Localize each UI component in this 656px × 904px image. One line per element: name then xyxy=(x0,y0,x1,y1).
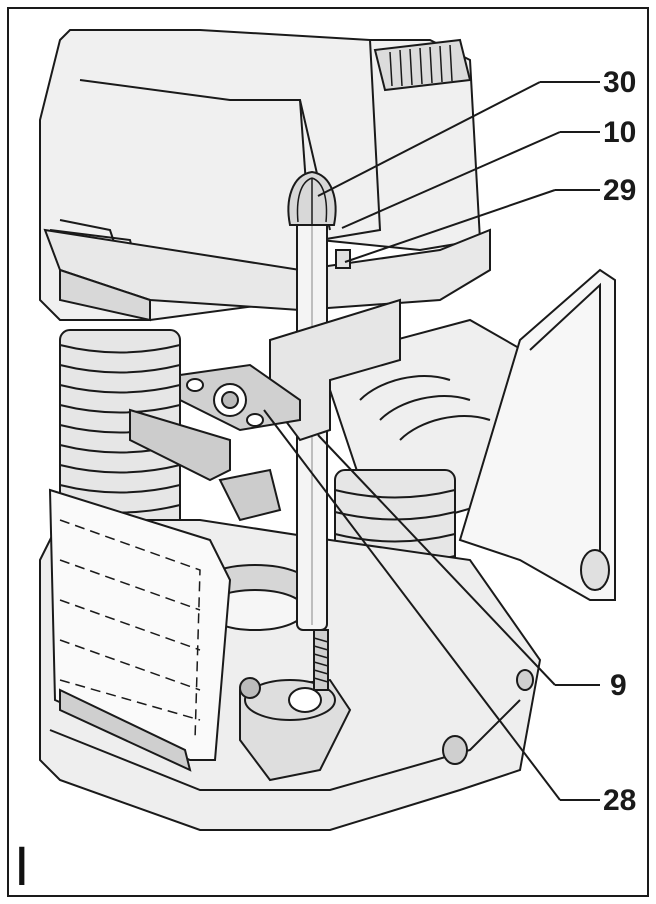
figure-letter: I xyxy=(14,834,30,897)
fine-adjust-knob xyxy=(287,170,337,226)
turret-stop xyxy=(239,677,352,782)
callout-label-9: 9 xyxy=(610,669,627,702)
base-guard xyxy=(48,488,232,772)
depth-indicator-pointer xyxy=(335,249,351,269)
callout-label-28: 28 xyxy=(603,784,637,817)
leader-10 xyxy=(341,131,561,229)
leader-28 xyxy=(263,409,561,801)
callout-label-29: 29 xyxy=(603,174,637,207)
leader-9 xyxy=(317,434,556,686)
leader-29 xyxy=(344,189,556,263)
callout-label-10: 10 xyxy=(603,116,637,149)
stop-screw xyxy=(313,629,329,691)
plunge-lock-lever xyxy=(129,408,282,522)
leader-30 xyxy=(317,81,541,197)
callout-label-30: 30 xyxy=(603,66,637,99)
clamping-knob xyxy=(179,363,301,432)
speed-dial xyxy=(373,38,472,92)
motor-clamp-collar xyxy=(43,228,491,322)
chip-guard xyxy=(458,268,616,601)
leader-lines xyxy=(263,81,600,801)
